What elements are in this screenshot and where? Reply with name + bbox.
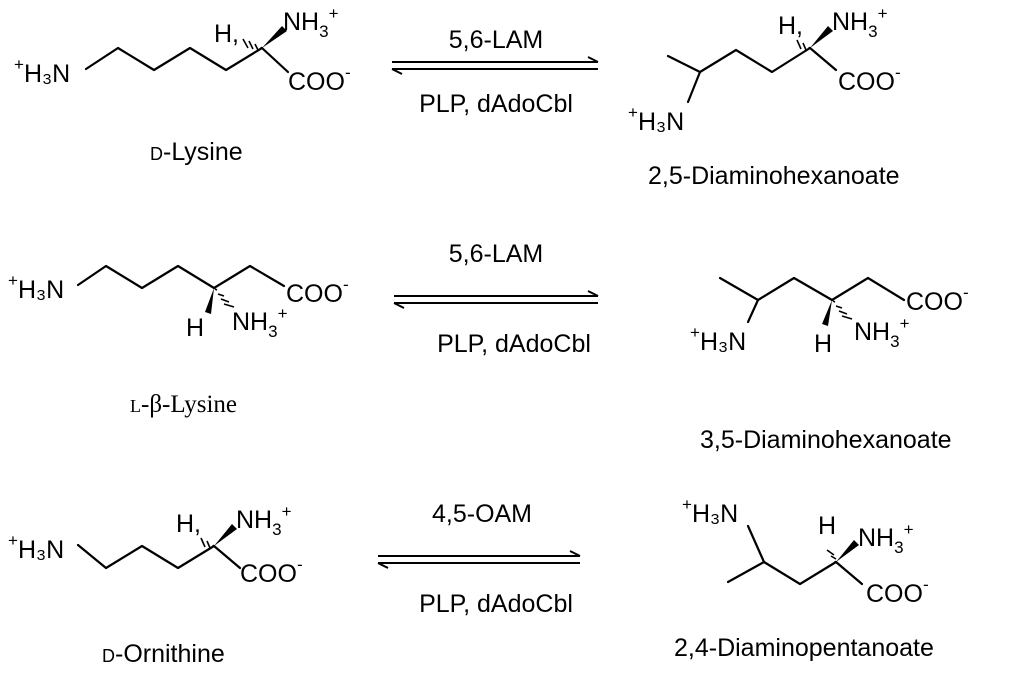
alpha-carboxylate-bond	[808, 46, 838, 72]
enzyme-label-3: 4,5-OAM	[432, 500, 532, 528]
stereo-wedge	[205, 288, 214, 314]
product-2-4-diaminopentanoate: +H₃N H NH3+ COO-	[682, 495, 929, 608]
c5-amino-bond	[686, 70, 702, 104]
nh3-plus-label: NH3+	[854, 314, 910, 351]
h-atom-label: H	[818, 512, 836, 540]
reaction-row-3: +H₃N H, NH3+ COO- D-Ornithine 4,5-OAM PL…	[8, 495, 934, 668]
nh3-plus-label: NH3+	[236, 502, 292, 539]
equilibrium-arrows-2	[393, 290, 599, 309]
h-atom-label: H,	[778, 12, 803, 40]
c5-amino-bond	[746, 298, 760, 324]
equilibrium-arrows-1	[391, 56, 599, 75]
stereo-wedge	[822, 300, 832, 326]
nh3-plus-label: NH3+	[232, 304, 288, 341]
enzyme-label-2: 5,6-LAM	[449, 240, 543, 268]
alpha-carboxylate-bond	[260, 46, 290, 74]
product-name-1: 2,5-Diaminohexanoate	[648, 162, 900, 190]
stereo-hash	[200, 537, 215, 549]
alpha-carboxylate-bond	[834, 560, 864, 586]
l-beta-lysine-structure: +H₃N H NH3+ COO-	[8, 264, 349, 342]
stereo-hash	[796, 39, 811, 51]
d-lysine-chain	[84, 46, 264, 72]
coo-minus-label: COO-	[866, 575, 929, 608]
h3n-plus-label: +H₃N	[682, 495, 738, 528]
d-ornithine-chain	[76, 543, 216, 570]
equilibrium-arrows-3	[377, 550, 581, 569]
substrate-name-d-ornithine: D-Ornithine	[102, 640, 225, 668]
coo-minus-label: COO-	[240, 555, 303, 588]
stereo-wedge	[262, 26, 287, 48]
nh3-plus-label: NH3+	[283, 4, 339, 41]
product-1-chain	[666, 46, 812, 74]
product-2-chain	[718, 276, 906, 302]
product-name-3: 2,4-Diaminopentanoate	[674, 634, 934, 662]
stereo-hash	[214, 288, 235, 308]
stereo-wedge	[214, 524, 237, 546]
product-name-2: 3,5-Diaminohexanoate	[700, 426, 952, 454]
cofactor-label-3: PLP, dAdoCbl	[419, 590, 573, 618]
substrate-name-l-beta-lysine: L-β-Lysine	[130, 391, 237, 418]
coo-minus-label: COO-	[906, 283, 969, 316]
h-atom-label: H,	[214, 20, 239, 48]
coo-minus-label: COO-	[286, 275, 349, 308]
l-beta-lysine-chain	[76, 264, 286, 290]
h3n-plus-label: +H₃N	[14, 55, 70, 88]
stereo-hash	[826, 549, 837, 564]
d-lysine-structure: +H₃N H, NH3+ COO-	[14, 4, 351, 96]
coo-minus-label: COO-	[838, 63, 901, 96]
enzyme-label-1: 5,6-LAM	[449, 26, 543, 54]
h3n-plus-label: +H₃N	[690, 323, 746, 356]
d-ornithine-structure: +H₃N H, NH3+ COO-	[8, 502, 303, 588]
cofactor-label-2: PLP, dAdoCbl	[437, 330, 591, 358]
h3n-plus-label: +H₃N	[8, 531, 64, 564]
alpha-carboxylate-bond	[212, 544, 242, 570]
product-3-5-diaminohexanoate: H NH3+ COO- +H₃N	[690, 276, 969, 358]
stereo-hash	[242, 38, 263, 51]
stereo-wedge	[836, 540, 859, 562]
coo-minus-label: COO-	[288, 63, 351, 96]
c4-amino-bond	[746, 524, 766, 564]
h-atom-label: H,	[176, 510, 201, 538]
h-atom-label: H	[814, 330, 832, 358]
product-3-chain	[726, 560, 838, 586]
reaction-row-2: +H₃N H NH3+ COO- L-β-Lysine 5,6-LAM PLP,…	[8, 240, 969, 454]
product-2-5-diaminohexanoate: H, NH3+ COO- +H₃N	[628, 4, 901, 136]
substrate-name-d-lysine: D-Lysine	[150, 138, 243, 166]
h-atom-label: H	[186, 314, 204, 342]
nh3-plus-label: NH3+	[832, 4, 888, 41]
nh3-plus-label: NH3+	[858, 520, 914, 557]
reaction-row-1: +H₃N H, NH3+ COO- D-Lysine 5,6-LAM PLP, …	[14, 4, 901, 190]
h3n-plus-label: +H₃N	[8, 271, 64, 304]
cofactor-label-1: PLP, dAdoCbl	[419, 90, 573, 118]
h3n-plus-label: +H₃N	[628, 103, 684, 136]
stereo-hash	[832, 300, 853, 320]
stereo-wedge	[810, 26, 833, 48]
